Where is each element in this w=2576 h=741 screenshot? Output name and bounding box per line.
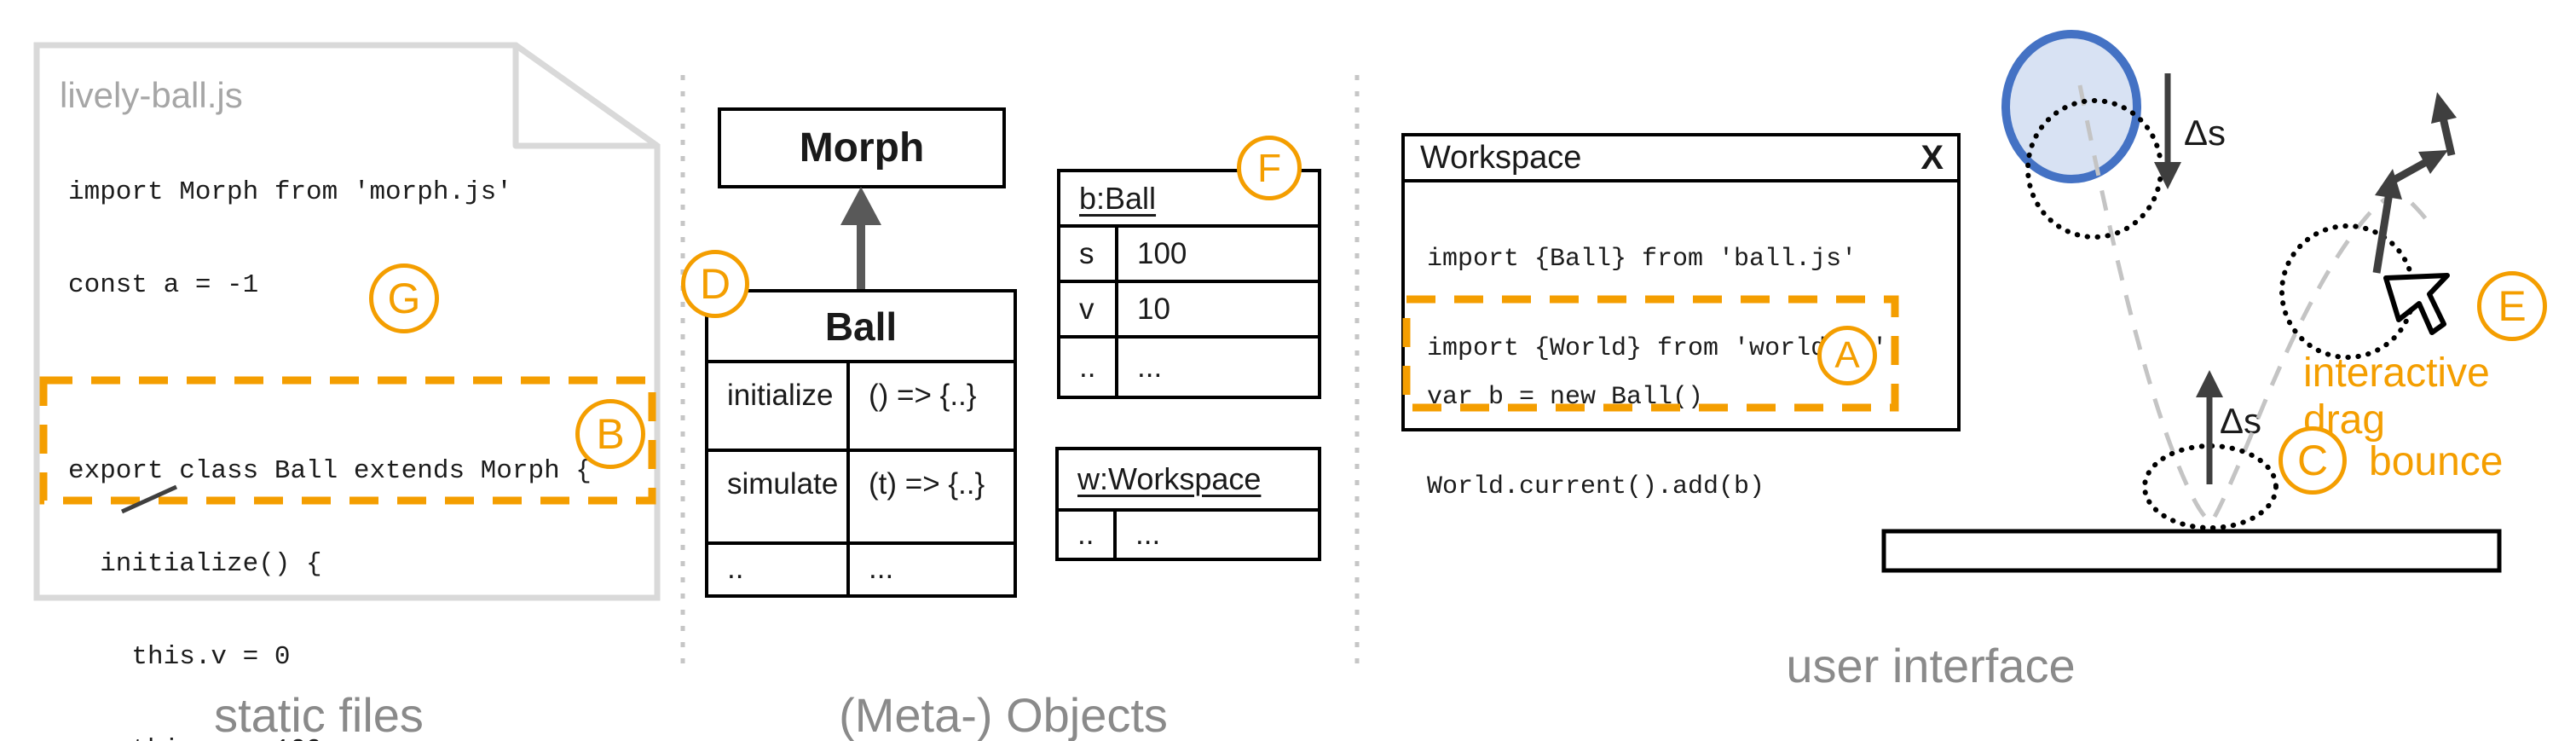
ball-morph[interactable] [2001,30,2141,183]
slot-value-cell: ... [1137,350,1163,384]
ball-class-title: Ball [824,304,898,349]
slot-value-cell: 10 [1137,292,1170,326]
code-line[interactable]: import {Ball} from 'ball.js' [1427,245,1857,274]
b-ball-object-table: b:Ball s 100 v 10 .. ... [1057,169,1321,399]
bounce-label: bounce [2369,439,2504,484]
slot-name-cell: .. [1059,512,1117,558]
method-value-cell: (t) => {..} [869,467,985,501]
marker-D: D [681,250,749,318]
w-workspace-title: w:Workspace [1077,461,1262,496]
code-line[interactable]: World.current().add(b) [1427,472,1765,501]
code-line: import Morph from 'morph.js' [68,177,512,207]
ball-class-table: Ball initialize () => {..} simulate (t) … [705,289,1017,598]
slot-name-cell: v [1060,283,1118,335]
file-fold-corner [512,42,661,149]
delta-s-bounce-label: Δs [2220,401,2262,441]
code-line: const a = -1 [68,270,259,300]
slot-value-cell: ... [1135,518,1161,551]
code-line: this.s = 100 [68,733,592,741]
file-name: lively-ball.js [60,75,243,115]
method-name-cell: .. [708,545,850,594]
method-value-cell: ... [869,552,894,585]
slot-name-cell: .. [1060,339,1118,396]
workspace-snippet-code[interactable]: var b = new Ball() World.current().add(b… [1427,324,1765,561]
workspace-titlebar[interactable]: Workspace X [1405,136,1957,182]
b-ball-title: b:Ball [1079,180,1157,216]
morph-class-box: Morph [718,107,1006,188]
method-value-cell: () => {..} [869,379,977,412]
panel-label-meta-objects: (Meta-) Objects [839,688,1168,741]
marker-B: B [575,399,645,469]
slot-name-cell: s [1060,228,1118,280]
marker-E: E [2477,271,2547,341]
method-name-cell: initialize [708,363,850,449]
delta-s-fall-label: Δs [2184,113,2227,153]
code-line: export class Ball extends Morph { [68,456,592,486]
code-line[interactable]: var b = new Ball() [1427,383,1704,412]
panel-label-static-files: static files [214,688,424,741]
w-workspace-object-table: w:Workspace .. ... [1055,447,1321,561]
code-line [68,362,592,395]
code-line: this.v = 0 [68,642,291,672]
workspace-title: Workspace [1420,139,1582,176]
code-line: initialize() { [68,549,322,579]
marker-G: G [369,263,439,333]
marker-F: F [1237,136,1302,200]
marker-C: C [2279,426,2347,495]
panel-label-user-interface: user interface [1786,639,2076,692]
close-icon[interactable]: X [1920,138,1944,177]
interactive-drag-label: interactive drag [2303,350,2490,443]
slot-value-cell: 100 [1137,236,1187,270]
marker-A: A [1817,326,1877,385]
file-code-block: import Morph from 'morph.js' const a = -… [68,116,592,741]
method-name-cell: simulate [708,452,850,541]
